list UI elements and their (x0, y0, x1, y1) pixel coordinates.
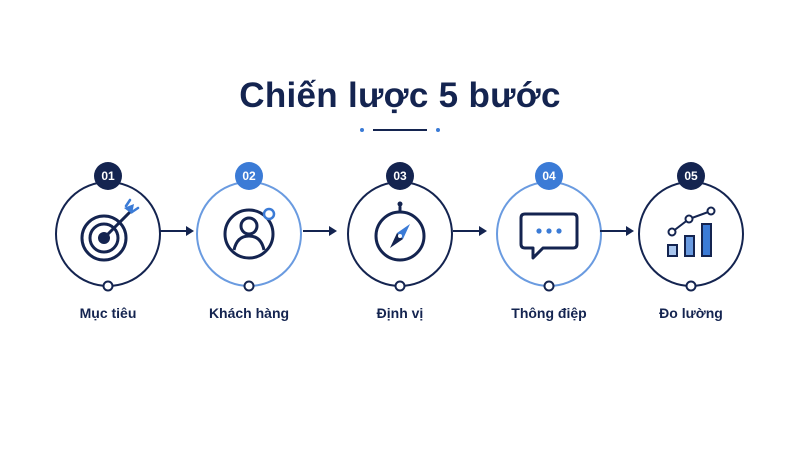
step-label: Thông điệp (511, 305, 587, 321)
arrow-right-icon (160, 226, 194, 236)
arrow-right-icon (453, 226, 487, 236)
step-2: 02 Khách hàng (179, 162, 319, 332)
chat-bubble-icon (519, 212, 579, 260)
step-number-badge: 04 (535, 162, 563, 190)
step-number-badge: 03 (386, 162, 414, 190)
title-divider (360, 126, 440, 134)
page-title: Chiến lược 5 bước (239, 76, 561, 115)
step-3: 03 Định vị (330, 162, 470, 332)
step-number-badge: 05 (677, 162, 705, 190)
divider-dot-right (436, 128, 440, 132)
step-4: 04 Thông điệp (479, 162, 619, 332)
arrow-right-icon (303, 226, 337, 236)
step-label: Định vị (376, 305, 424, 321)
divider-line (373, 129, 427, 131)
compass-icon (374, 201, 426, 262)
arrow-right-icon (600, 226, 634, 236)
step-label: Đo lường (659, 305, 723, 321)
target-arrow-icon (80, 198, 140, 262)
step-5: 05 Đo lường (621, 162, 761, 332)
step-number-badge: 02 (235, 162, 263, 190)
growth-chart-icon (667, 206, 716, 257)
step-label: Mục tiêu (79, 305, 137, 321)
user-profile-icon (223, 207, 276, 260)
step-1: 01 Mục tiêu (38, 162, 178, 332)
step-number-badge: 01 (94, 162, 122, 190)
divider-dot-left (360, 128, 364, 132)
step-label: Khách hàng (208, 305, 290, 321)
